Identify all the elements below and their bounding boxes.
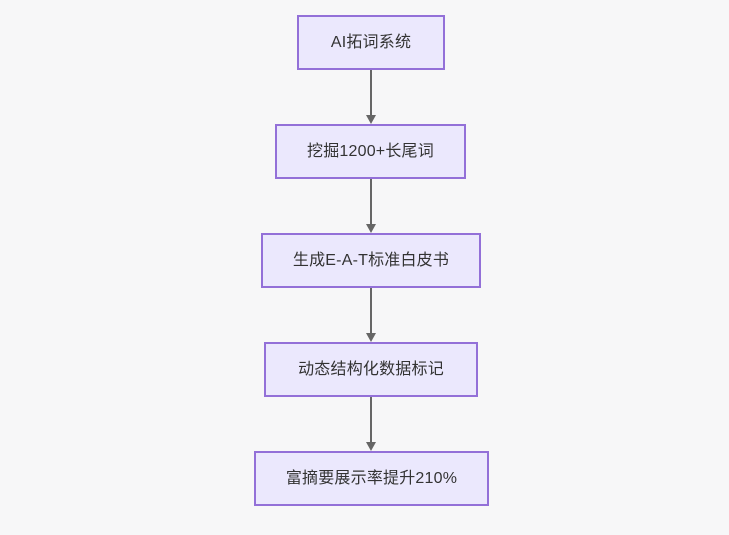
flow-node-label: 富摘要展示率提升210%: [285, 469, 458, 487]
flow-node-label: 动态结构化数据标记: [298, 360, 444, 378]
flow-node-mine-longtail-keywords[interactable]: 挖掘1200+长尾词: [275, 124, 466, 179]
flow-node-label: 挖掘1200+长尾词: [307, 142, 434, 160]
connector-line: [370, 70, 372, 115]
flow-connector-2: [363, 179, 379, 233]
flow-connector-4: [363, 397, 379, 451]
flow-connector-1: [363, 70, 379, 124]
arrowhead-icon: [366, 442, 376, 451]
flow-node-rich-snippet-rate-increase[interactable]: 富摘要展示率提升210%: [254, 451, 489, 506]
connector-line: [370, 397, 372, 442]
flow-node-label: 生成E-A-T标准白皮书: [292, 251, 450, 269]
arrowhead-icon: [366, 333, 376, 342]
arrowhead-icon: [366, 224, 376, 233]
connector-line: [370, 179, 372, 224]
connector-line: [370, 288, 372, 333]
flow-node-label: AI拓词系统: [330, 33, 412, 51]
flow-node-dynamic-structured-data-markup[interactable]: 动态结构化数据标记: [264, 342, 478, 397]
arrowhead-icon: [366, 115, 376, 124]
flow-node-generate-eat-whitepaper[interactable]: 生成E-A-T标准白皮书: [261, 233, 481, 288]
flow-node-ai-keyword-system[interactable]: AI拓词系统: [297, 15, 445, 70]
flow-connector-3: [363, 288, 379, 342]
